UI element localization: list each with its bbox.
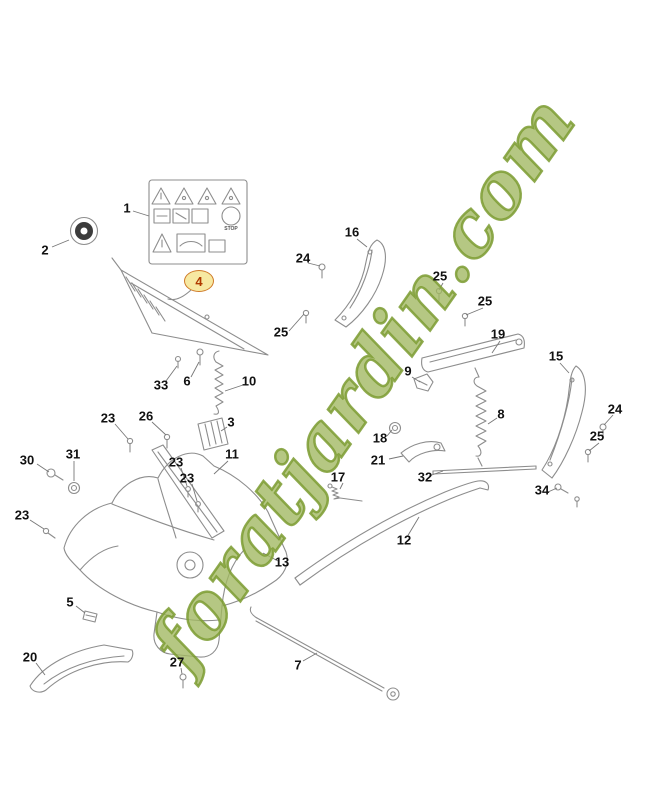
part-callout-1-0[interactable]: 1 — [123, 200, 131, 216]
part-trim-20 — [29, 644, 134, 693]
part-crossbar-19 — [421, 333, 525, 373]
part-callout-17-25[interactable]: 17 — [330, 469, 346, 485]
part-plate-3 — [126, 417, 229, 453]
part-callout-26-16[interactable]: 26 — [138, 408, 154, 424]
part-callout-5-32[interactable]: 5 — [66, 594, 74, 610]
part-lever-21 — [400, 441, 446, 463]
part-callout-25-8[interactable]: 25 — [273, 324, 289, 340]
part-callout-15-7[interactable]: 15 — [548, 348, 564, 364]
part-callout-24-14[interactable]: 24 — [607, 401, 623, 417]
part-callout-18-18[interactable]: 18 — [372, 430, 388, 446]
sticker-stop-text: STOP — [224, 226, 238, 232]
leader-lines — [29, 210, 614, 676]
part-callout-12-30[interactable]: 12 — [396, 532, 412, 548]
part-callout-25-19[interactable]: 25 — [589, 428, 605, 444]
part-callout-19-6[interactable]: 19 — [490, 326, 506, 342]
part-ring-18 — [388, 421, 402, 435]
part-warning-label — [148, 179, 248, 265]
part-strip-11 — [151, 444, 225, 539]
part-bracket-16 — [334, 239, 386, 328]
part-callout-23-29[interactable]: 23 — [14, 507, 30, 523]
part-callout-13-31[interactable]: 13 — [274, 554, 290, 570]
part-callout-34-27[interactable]: 34 — [534, 482, 550, 498]
part-callout-23-23[interactable]: 23 — [168, 454, 184, 470]
part-callout-highlighted[interactable]: 4 — [184, 270, 214, 292]
part-callout-24-3[interactable]: 24 — [295, 250, 311, 266]
part-bracket-15 — [541, 365, 586, 479]
part-spring-10 — [213, 350, 224, 415]
part-callout-7-35[interactable]: 7 — [294, 657, 302, 673]
part-latch-9 — [413, 373, 434, 392]
part-callout-10-11[interactable]: 10 — [241, 373, 257, 389]
part-callout-6-10[interactable]: 6 — [183, 373, 191, 389]
part-screws-24-25 — [302, 263, 607, 508]
part-callout-21-20[interactable]: 21 — [370, 452, 386, 468]
part-clip-5 — [82, 610, 98, 623]
part-callout-11-24[interactable]: 11 — [225, 446, 239, 462]
part-spring-17 — [327, 483, 363, 502]
part-spring-8 — [473, 367, 487, 467]
part-screw-27 — [179, 673, 187, 689]
part-callout-25-4[interactable]: 25 — [432, 268, 448, 284]
part-callout-33-9[interactable]: 33 — [153, 377, 169, 393]
part-callout-23-28[interactable]: 23 — [179, 470, 195, 486]
part-deflector-12 — [294, 480, 490, 586]
part-cover-panel — [111, 257, 269, 356]
part-callout-32-26[interactable]: 32 — [417, 469, 433, 485]
part-callout-2-1[interactable]: 2 — [41, 242, 49, 258]
part-callout-30-21[interactable]: 30 — [19, 452, 35, 468]
part-knob — [69, 216, 99, 246]
part-callout-3-17[interactable]: 3 — [227, 414, 235, 430]
part-callout-31-22[interactable]: 31 — [65, 446, 81, 462]
part-callout-20-33[interactable]: 20 — [22, 649, 38, 665]
part-callout-8-13[interactable]: 8 — [497, 406, 505, 422]
part-callout-25-5[interactable]: 25 — [477, 293, 493, 309]
part-axle-32 — [432, 465, 537, 475]
part-screws-6-33 — [174, 348, 204, 369]
part-callout-16-2[interactable]: 16 — [344, 224, 360, 240]
highlighted-part-number: 4 — [195, 273, 203, 289]
part-bolt-30-washer-31 — [46, 468, 81, 495]
part-callout-23-15[interactable]: 23 — [100, 410, 116, 426]
part-callout-9-12[interactable]: 9 — [404, 363, 412, 379]
part-callout-27-34[interactable]: 27 — [169, 654, 185, 670]
part-rod-7 — [249, 606, 400, 701]
part-housing-13 — [63, 452, 288, 658]
part-screw-23-lower — [42, 527, 56, 539]
